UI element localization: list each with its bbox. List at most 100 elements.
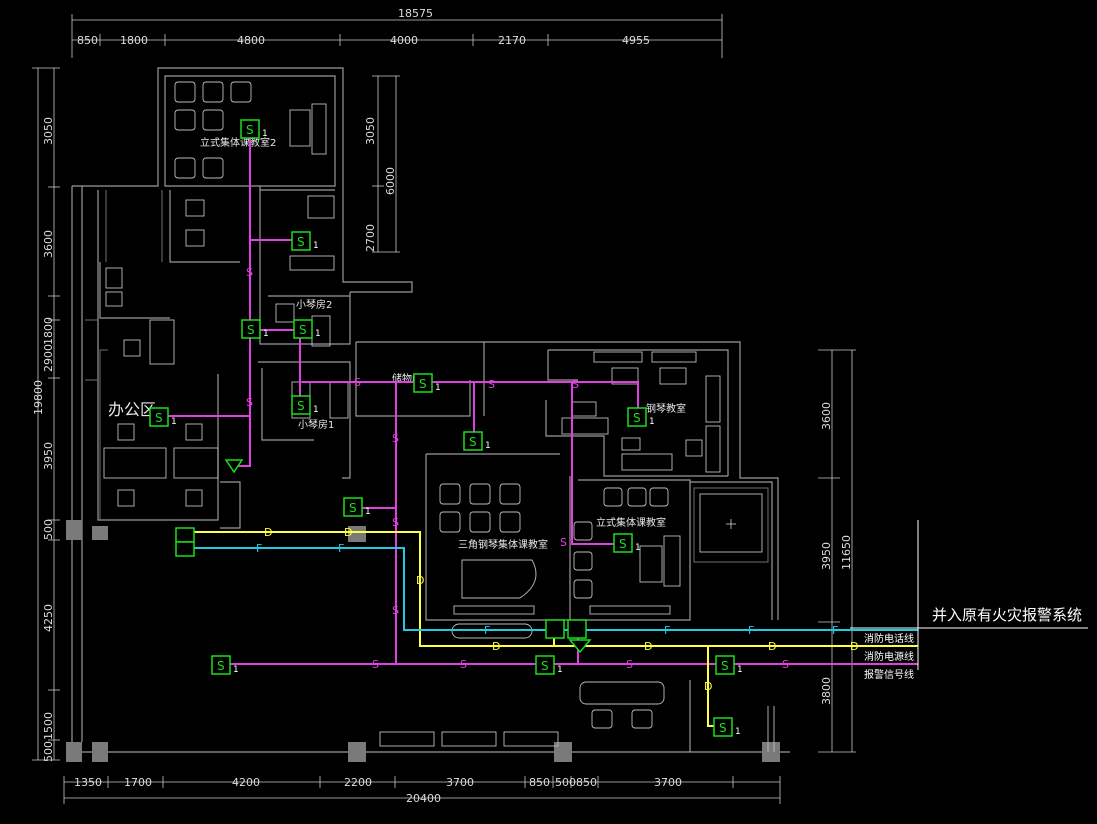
detector-count: 1 [635,543,641,553]
top-dim-3: 4800 [237,34,265,47]
left-dimension-chain: 19800 3050 3600 2900 1800 3950 500 4250 … [32,67,60,762]
right-dim-4: 3800 [820,677,833,705]
room-label-office-area: 办公区 [108,400,156,419]
detector-symbol: S [297,235,305,249]
detector-symbol: S [247,323,255,337]
detector-symbol: S [721,659,729,673]
fire-phone-line [186,547,918,631]
bottom-dim-1: 1350 [74,776,102,789]
left-dim-2: 3600 [42,230,55,258]
signal-line-label: S [372,658,379,671]
detector-count: 1 [233,665,239,675]
detector-count: 1 [313,405,319,415]
phone-line-label: F [832,624,838,637]
bottom-dim-9: 3700 [654,776,682,789]
left-dim-5: 3950 [42,442,55,470]
top-dim-2: 1800 [120,34,148,47]
power-line-label: D [850,640,858,653]
right-dimension-chain: 3600 3950 11650 3800 [818,349,856,753]
phone-line-label: F [338,542,344,555]
phone-line-label: F [664,624,670,637]
room-label-practice-room-2: 小琴房2 [296,298,332,311]
signal-line-label: S [488,378,495,391]
top-dim-4: 4000 [390,34,418,47]
room-label-three-piano-classroom: 三角钢琴集体课教室 [458,538,548,551]
room-label-standing-class: 立式集体课教室 [596,516,666,529]
detector-symbol: S [633,411,641,425]
left-total-dim: 19800 [32,380,45,415]
power-line-label: D [492,640,500,653]
signal-line-label: S [246,266,253,279]
detector-count: 1 [263,329,269,339]
inner-dim-2: 6000 [384,167,397,195]
power-line-label: D [344,526,352,539]
bottom-dim-4: 2200 [344,776,372,789]
signal-line-label: S [392,516,399,529]
detector-count: 1 [315,329,321,339]
detector-count: 1 [313,241,319,251]
left-dim-3: 2900 [42,344,55,372]
right-dim-1: 3600 [820,402,833,430]
signal-line-label: S [626,658,633,671]
detector-count: 1 [171,417,177,427]
bottom-dimension-chain: 1350 1700 4200 2200 3700 850 500 850 370… [63,776,781,805]
detector-symbol: S [217,659,225,673]
top-total-dim: 18575 [398,7,433,20]
right-dim-3: 11650 [840,535,853,570]
detector-symbol: S [619,537,627,551]
power-line-label: D [704,680,712,693]
phone-line-label: F [256,542,262,555]
legend-leaders [850,520,1088,670]
detector-count: 1 [735,727,741,737]
signal-line-label: S [460,658,467,671]
detector-symbol: S [155,411,163,425]
legend-alarm-signal-line: 报警信号线 [864,668,914,681]
bottom-dim-8: 850 [576,776,597,789]
detector-symbol: S [419,377,427,391]
detector-count: 1 [435,383,441,393]
detector-symbol: S [246,123,254,137]
signal-line-label: S [354,376,361,389]
bottom-dim-6: 850 [529,776,550,789]
top-dim-6: 4955 [622,34,650,47]
building-walls [71,67,790,753]
left-dim-4: 1800 [42,317,55,345]
bottom-dim-5: 3700 [446,776,474,789]
signal-line-label: S [392,604,399,617]
detector-symbol: S [297,399,305,413]
detector-count: 1 [262,129,268,139]
phone-line-label: F [484,624,490,637]
room-label-piano-classroom: 钢琴教室 [646,402,686,415]
inner-dim-3: 2700 [364,224,377,252]
detector-count: 1 [737,665,743,675]
detector-symbol: S [541,659,549,673]
power-line-label: D [768,640,776,653]
power-line-label: D [416,574,424,587]
inner-dim-1: 3050 [364,117,377,145]
structural-columns [66,520,780,762]
right-dim-2: 3950 [820,542,833,570]
inner-dimension-chain: 3050 6000 2700 [364,75,400,253]
bottom-dim-7: 500 [555,776,576,789]
control-equipment [175,459,592,654]
legend-title: 并入原有火灾报警系统 [932,606,1082,624]
left-dim-6: 500 [42,519,55,540]
legend-fire-power-line: 消防电源线 [864,650,914,663]
room-labels: 立式集体课教室2 小琴房2 小琴房1 办公区 储物间 钢琴教室 三角钢琴集体课教… [108,136,686,551]
phone-line-label: F [748,624,754,637]
room-label-standing-class-2: 立式集体课教室2 [200,136,276,149]
left-dim-1: 3050 [42,117,55,145]
